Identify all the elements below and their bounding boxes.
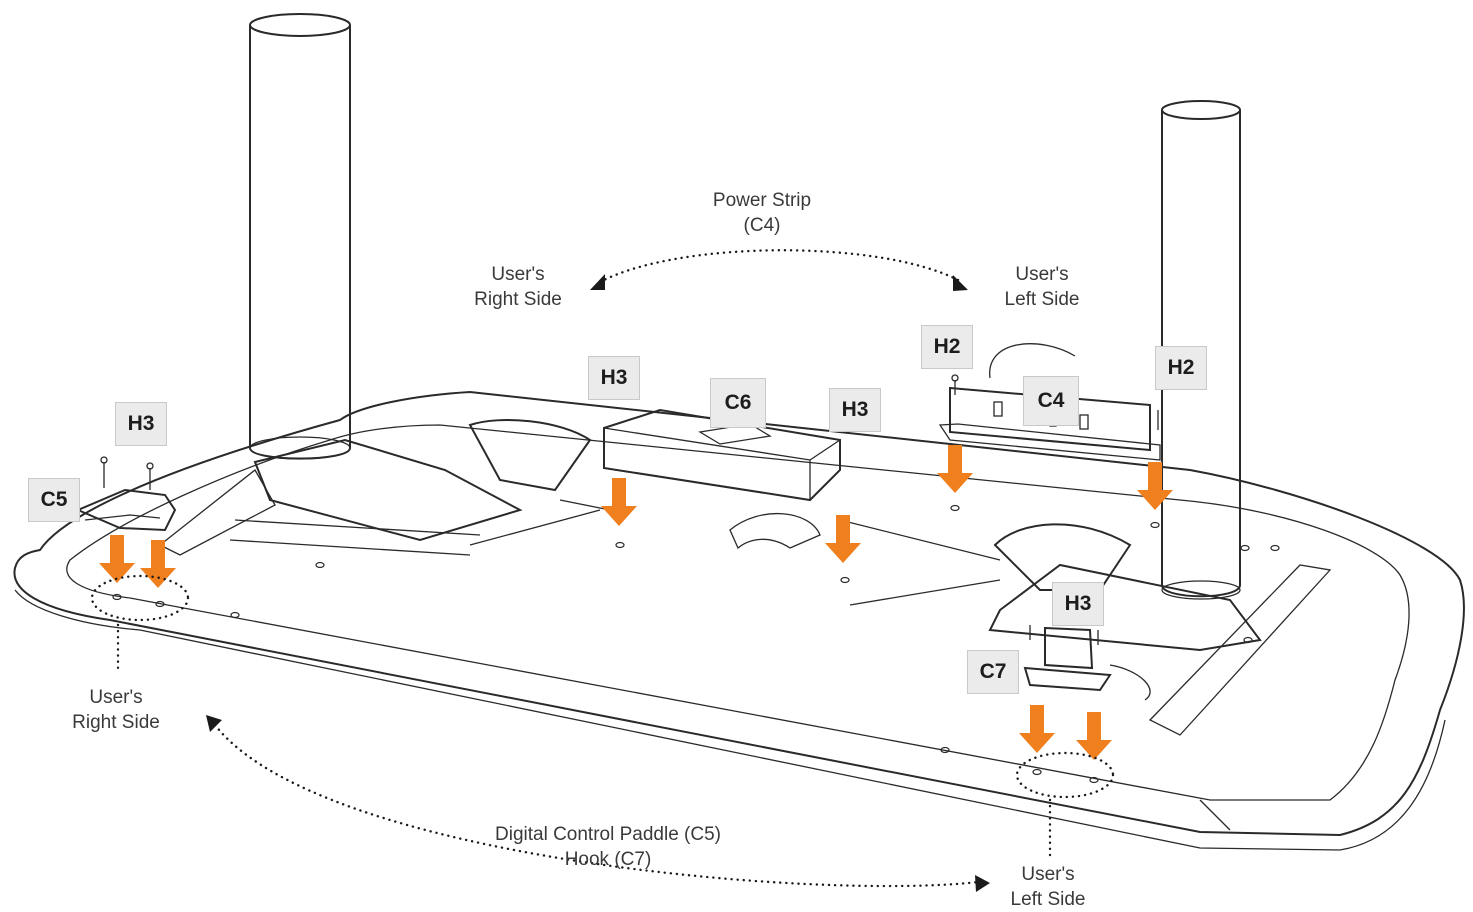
power-strip-caption-line1: Power Strip xyxy=(712,190,812,211)
top-left-side-caption: User's Left Side xyxy=(1005,262,1080,312)
bottom-right-side-line2: Right Side xyxy=(72,712,160,733)
right-leg xyxy=(849,100,1332,736)
badge-c7: C7 xyxy=(967,650,1019,694)
bottom-right-side-line1: User's xyxy=(89,687,143,708)
power-strip-caption-line2: (C4) xyxy=(743,215,781,236)
paddle-hook-caption: Digital Control Paddle (C5) Hook (C7) xyxy=(495,822,721,872)
paddle-holes-highlight xyxy=(90,574,190,622)
bottom-left-side-line2: Left Side xyxy=(1010,889,1086,910)
bottom-dotted-arrow xyxy=(206,715,990,892)
paddle-hook-line1: Digital Control Paddle (C5) xyxy=(495,824,721,845)
screw-holes xyxy=(112,504,1280,784)
badge-h3-hook: H3 xyxy=(1052,582,1104,626)
power-supply-box-c6 xyxy=(559,408,1001,561)
power-strip-caption: Power Strip (C4) xyxy=(713,188,811,238)
badge-h3-box-right: H3 xyxy=(829,388,881,432)
left-leg xyxy=(158,13,601,556)
badge-c4: C4 xyxy=(1023,376,1079,426)
top-right-side-line1: User's xyxy=(491,264,545,285)
paddle-hook-line2: Hook (C7) xyxy=(564,849,652,870)
top-left-side-line1: User's xyxy=(1015,264,1069,285)
bottom-right-side-caption: User's Right Side xyxy=(72,685,160,735)
install-arrows xyxy=(99,445,1173,760)
badge-c5: C5 xyxy=(28,478,80,522)
bottom-left-side-line1: User's xyxy=(1021,864,1075,885)
badge-c6: C6 xyxy=(710,378,766,428)
badge-h3-paddle: H3 xyxy=(115,402,167,446)
badge-h2-left: H2 xyxy=(921,325,973,369)
top-left-side-line2: Left Side xyxy=(1004,289,1080,310)
control-paddle-c5 xyxy=(75,456,177,532)
hook-holes-highlight xyxy=(1015,751,1115,799)
top-right-side-line2: Right Side xyxy=(474,289,562,310)
badge-h3-box-left: H3 xyxy=(588,356,640,400)
badge-h2-right: H2 xyxy=(1155,346,1207,390)
top-dotted-arrow xyxy=(590,249,968,291)
hook-c7 xyxy=(1023,625,1112,692)
top-right-side-caption: User's Right Side xyxy=(474,262,562,312)
tabletop xyxy=(13,390,1465,851)
bottom-left-side-caption: User's Left Side xyxy=(1011,862,1086,912)
